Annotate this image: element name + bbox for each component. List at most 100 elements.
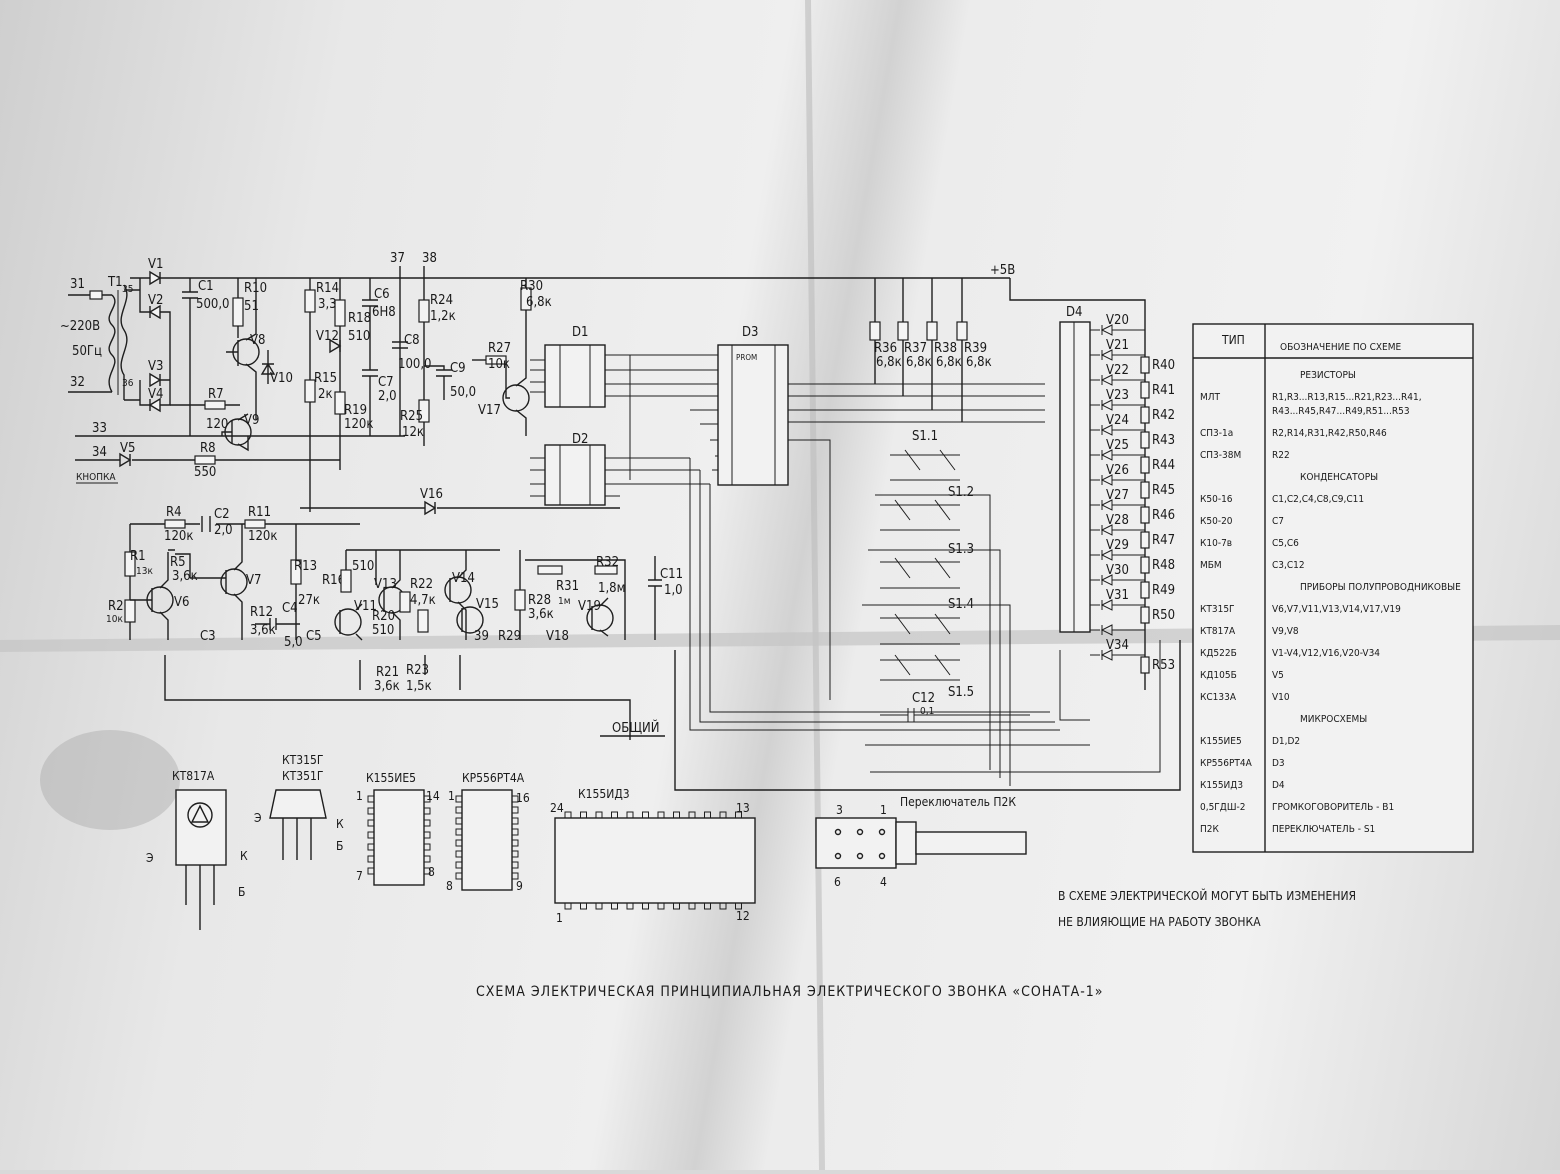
label-R37: R37 [904, 341, 927, 356]
terminal-31: 31 [70, 277, 85, 292]
pullup-resistors: R36 6,8к R37 6,8к R38 6,8к R39 6,8к [869, 278, 992, 422]
legend-designation: ГРОМКОГОВОРИТЕЛЬ - B1 [1272, 802, 1394, 813]
label-R8: R8 [200, 441, 216, 456]
legend-type: 0,5ГДШ-2 [1200, 802, 1245, 813]
pkg-kt817a-pin-b: Б [238, 885, 245, 899]
value-39: 39 [474, 629, 489, 644]
pkg-kt817a-pin-e: Э [146, 851, 154, 865]
value-R39: 6,8к [966, 355, 992, 370]
pkg-switch-pin4: 4 [880, 875, 887, 889]
legend-type: МЛТ [1200, 392, 1221, 403]
legend-section: КОНДЕНСАТОРЫ [1300, 472, 1378, 483]
pkg-kr556rt4a-body [461, 789, 513, 891]
pkg-kt315g-label: КТ315Г [282, 753, 323, 767]
legend-designation: C3,C12 [1272, 560, 1305, 571]
dip-pin-marks [367, 795, 742, 910]
note-line-2: НЕ ВЛИЯЮЩИЕ НА РАБОТУ ЗВОНКА [1058, 915, 1261, 929]
legend-type: СП3-38М [1200, 450, 1241, 461]
label-C4: C4 [282, 601, 298, 616]
legend-type: КТ817А [1200, 626, 1236, 637]
ladder-resistor-label: R50 [1152, 608, 1175, 623]
ladder-resistor-label: R53 [1152, 658, 1175, 673]
ladder-diode-label: V20 [1106, 313, 1129, 328]
label-R25: R25 [400, 409, 423, 424]
label-R20: R20 [372, 609, 395, 624]
value-R23: 1,5к [406, 679, 432, 694]
label-V2: V2 [148, 293, 163, 308]
ladder-diode-label: V30 [1106, 563, 1129, 578]
label-R27: R27 [488, 341, 511, 356]
pkg-switch-body [815, 817, 897, 869]
label-R18: R18 [348, 311, 371, 326]
ladder-diode-label: V28 [1106, 513, 1129, 528]
label-D4: D4 [1066, 305, 1082, 320]
label-R2: R2 [108, 599, 124, 614]
legend-designation: R2,R14,R31,R42,R50,R46 [1272, 428, 1387, 439]
label-R36: R36 [874, 341, 897, 356]
value-C11: 1,0 [664, 583, 683, 598]
pkg-kt315g-pin-k: К [336, 817, 344, 831]
label-R5: R5 [170, 555, 186, 570]
fold-line-vertical [805, 0, 825, 1171]
label-V17: V17 [478, 403, 501, 418]
label-V7: V7 [246, 573, 261, 588]
label-R39: R39 [964, 341, 987, 356]
pkg-switch-pin6: 6 [834, 875, 841, 889]
value-R19: 120к [344, 417, 373, 432]
value-R7: 120 [206, 417, 228, 432]
pkg-kt315g-pin-e: Э [254, 811, 262, 825]
ladder-resistor-label: R43 [1152, 433, 1175, 448]
label-R28: R28 [528, 593, 551, 608]
legend-designation: ПЕРЕКЛЮЧАТЕЛЬ - S1 [1272, 824, 1375, 835]
label-C11: C11 [660, 567, 683, 582]
label-R32: R32 [596, 555, 619, 570]
mains-voltage: ~220В [60, 319, 100, 334]
pkg-kt315g-body [269, 789, 327, 819]
pkg-k155ie5-pin1: 1 [356, 789, 363, 803]
label-R11: R11 [248, 505, 271, 520]
label-C9: C9 [450, 361, 466, 376]
label-C8: C8 [404, 333, 420, 348]
legend-header-type: ТИП [1221, 333, 1245, 347]
pkg-switch-label: Переключатель П2К [900, 795, 1016, 809]
legend-designation: V1-V4,V12,V16,V20-V34 [1272, 648, 1380, 659]
D3-type: PROM [736, 353, 757, 362]
value-C9: 50,0 [450, 385, 476, 400]
legend-designation-cont: R43...R45,R47...R49,R51...R53 [1272, 406, 1410, 417]
legend-type: К50-20 [1200, 516, 1233, 527]
pkg-k155id3-body [554, 817, 756, 904]
label-C2: C2 [214, 507, 230, 522]
pkg-kr556rt4a-label: КР556РТ4А [462, 771, 525, 785]
label-V10: V10 [270, 371, 293, 386]
ladder-diode-label: V31 [1106, 588, 1129, 603]
ladder-resistor-label: R40 [1152, 358, 1175, 373]
value-510: 510 [352, 559, 374, 574]
label-V12: V12 [316, 329, 339, 344]
pkg-k155ie5-body [373, 789, 425, 886]
legend-designation: V6,V7,V11,V13,V14,V17,V19 [1272, 604, 1401, 615]
pkg-k155id3-pin12: 12 [736, 909, 750, 923]
ladder-diode-label: V25 [1106, 438, 1129, 453]
legend-designation: D1,D2 [1272, 736, 1300, 747]
label-D1: D1 [572, 325, 588, 340]
diode-ladder: V20V21R40V22R41V23R42V24R43V25R44V26R45V… [1090, 313, 1175, 674]
note-line-1: В СХЕМЕ ЭЛЕКТРИЧЕСКОЙ МОГУТ БЫТЬ ИЗМЕНЕН… [1058, 888, 1356, 903]
ladder-diode-label: V21 [1106, 338, 1129, 353]
value-R2: 10к [106, 614, 123, 625]
legend-type: КД105Б [1200, 670, 1237, 681]
ladder-diode-label: V23 [1106, 388, 1129, 403]
label-V19: V19 [578, 599, 601, 614]
legend-type: К155ИД3 [1200, 780, 1243, 791]
label-V5: V5 [120, 441, 135, 456]
diagram-title: СХЕМА ЭЛЕКТРИЧЕСКАЯ ПРИНЦИПИАЛЬНАЯ ЭЛЕКТ… [476, 984, 1104, 1000]
stain-mark [40, 730, 180, 830]
package-pinouts: КТ817А Э К Б КТ315Г КТ351Г Э К Б К155ИЕ5… [146, 753, 1027, 930]
value-C8: 100,0 [398, 357, 431, 372]
label-R1: R1 [130, 549, 146, 564]
label-V14: V14 [452, 571, 475, 586]
label-R13: R13 [294, 559, 317, 574]
